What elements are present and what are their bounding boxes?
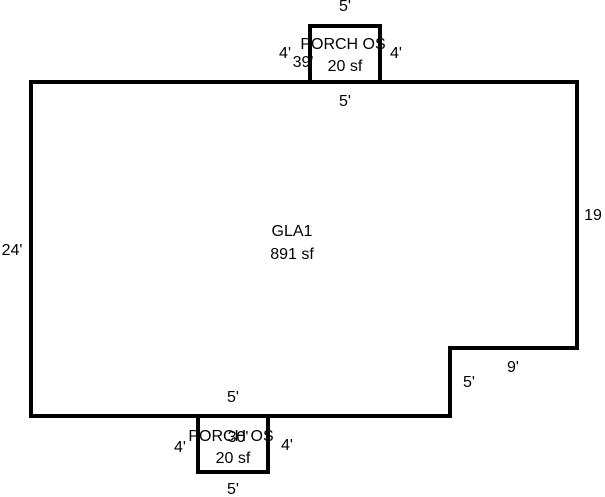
gla1-dim-bottom: 30' [228, 429, 249, 446]
gla1-dim-notch-horizontal: 9' [507, 359, 519, 376]
porch-bottom-dim-top: 5' [227, 389, 239, 406]
porch-bottom-dim-left: 4' [174, 439, 186, 456]
gla1-name: GLA1 [272, 223, 313, 240]
porch-bottom-name: PORCH OS [188, 428, 273, 445]
porch-top-dim-top: 5' [339, 0, 351, 15]
porch-top-dim-left: 4' [279, 45, 291, 62]
gla1-dim-left: 24' [2, 242, 23, 259]
porch-bottom-area: 20 sf [216, 450, 251, 467]
porch-top-dim-bottom: 5' [339, 93, 351, 110]
gla1-outline [29, 80, 579, 418]
porch-top-name: PORCH OS [300, 36, 385, 53]
gla1-dim-right: 19 [584, 207, 602, 224]
porch-top-area: 20 sf [328, 58, 363, 75]
porch-top-dim-right: 4' [390, 45, 402, 62]
porch-top-outline [308, 24, 382, 84]
gla1-area: 891 sf [270, 246, 314, 263]
gla1-dim-notch-vertical: 5' [463, 374, 475, 391]
porch-bottom-dim-right: 4' [281, 437, 293, 454]
porch-bottom-outline [196, 414, 270, 474]
gla1-dim-top: 39' [293, 54, 314, 71]
porch-bottom-dim-bottom: 5' [227, 481, 239, 497]
